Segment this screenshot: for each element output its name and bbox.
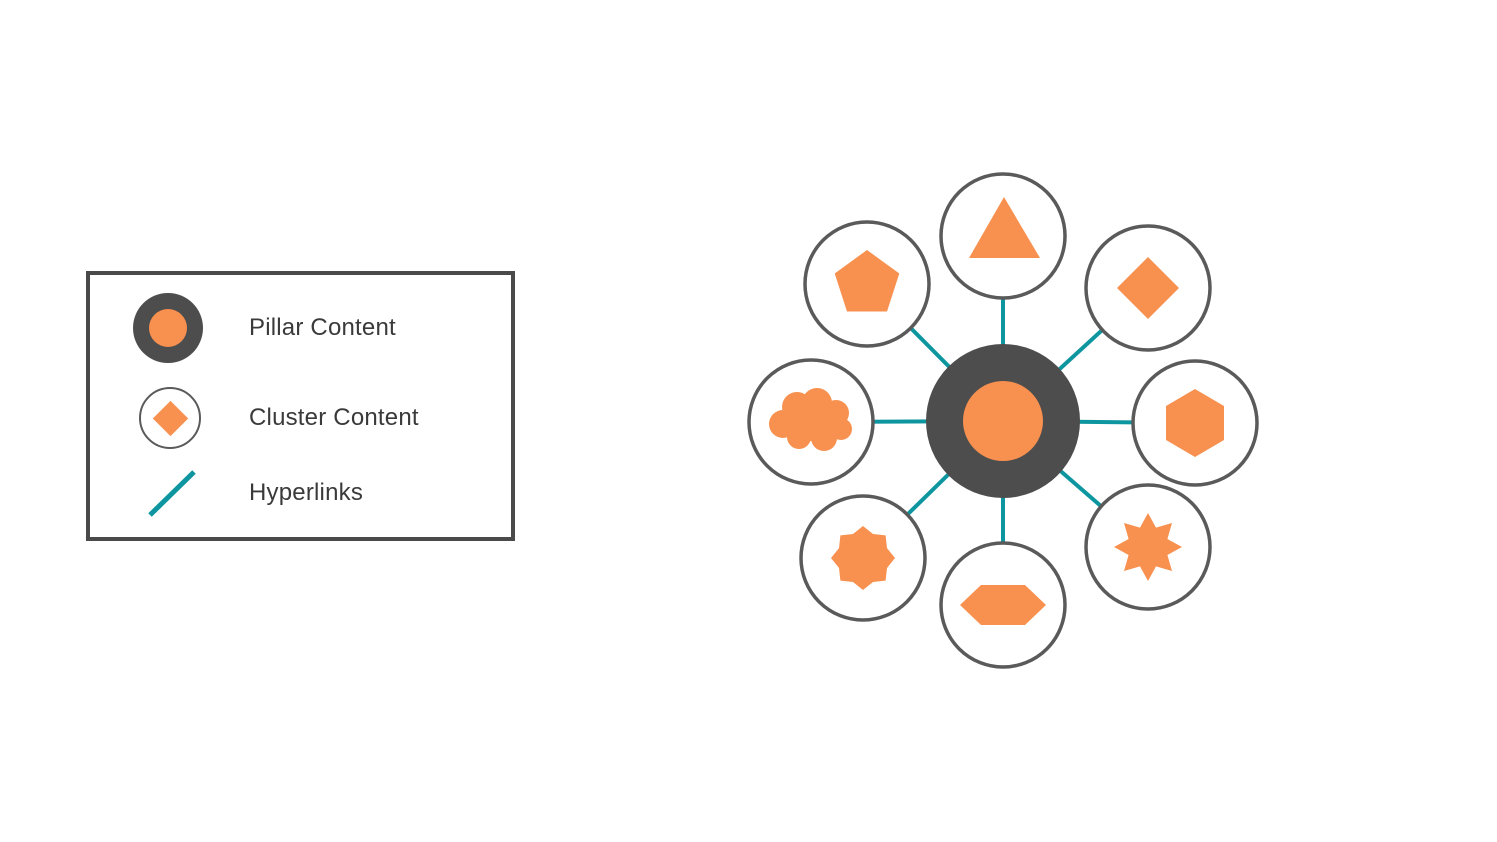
cluster-node-triangle: [939, 172, 1067, 300]
cluster-node-wide-hexagon: [939, 541, 1067, 669]
cluster-node-cloud: [747, 358, 875, 486]
cluster-node-eight-point-seal: [799, 494, 927, 622]
diamond-icon: [1117, 257, 1179, 319]
pillar-content-icon: [133, 293, 203, 363]
cluster-content-icon: [139, 387, 201, 449]
cluster-node-hexagon: [1131, 359, 1259, 487]
legend-label-cluster-content: Cluster Content: [249, 404, 419, 431]
pillar-hub-inner-circle: [963, 381, 1043, 461]
wide-hexagon-icon: [960, 585, 1046, 625]
legend-box: Pillar Content Cluster Content Hyperlink…: [86, 271, 515, 541]
cluster-node-pentagon: [803, 220, 931, 348]
pillar-hub: [926, 344, 1080, 498]
hexagon-icon: [1166, 389, 1224, 457]
legend-label-pillar-content: Pillar Content: [249, 314, 396, 341]
hyperlink-line-icon: [148, 470, 196, 517]
cluster-node-diamond: [1084, 224, 1212, 352]
eight-point-star-icon: [1114, 513, 1182, 581]
cluster-node-eight-point-star: [1084, 483, 1212, 611]
triangle-icon: [969, 197, 1040, 258]
eight-point-seal-icon: [831, 526, 895, 590]
pillar-inner-circle: [149, 309, 187, 347]
pentagon-icon: [834, 250, 900, 312]
cloud-icon: [769, 388, 852, 451]
legend-label-hyperlinks: Hyperlinks: [249, 479, 364, 506]
